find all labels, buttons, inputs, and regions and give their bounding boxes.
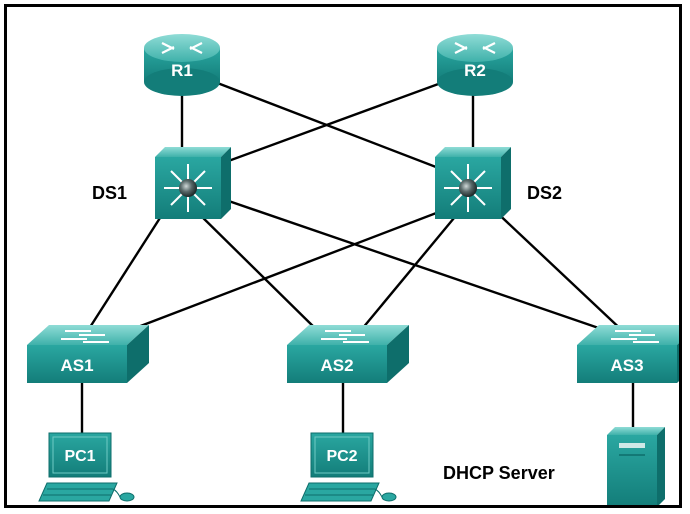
switch-side-face [387, 325, 409, 383]
router-top [437, 34, 513, 62]
switch-front-face [577, 345, 677, 383]
access-switch-as3[interactable]: AS3 [577, 325, 679, 383]
switch-side-face [677, 343, 679, 383]
keyboard-keys [305, 488, 375, 496]
pc-pc2[interactable]: PC2 [300, 432, 397, 502]
access-switch-as2[interactable]: AS2 [287, 325, 409, 383]
server-side-face [657, 427, 665, 505]
network-topology-diagram: R1 R2 DS1 D [27, 34, 679, 505]
monitor-screen-bevel [52, 436, 108, 474]
links [80, 77, 635, 435]
multilayer-switch-ds2[interactable] [435, 147, 511, 219]
pc-label: PC2 [326, 448, 357, 465]
router-r2[interactable]: R2 [437, 34, 513, 96]
ds1-label: DS1 [92, 183, 127, 203]
switch-label: AS3 [610, 356, 643, 375]
link-ds1-as3 [216, 195, 620, 337]
link-r1-ds2 [206, 77, 463, 179]
monitor [48, 432, 112, 478]
link-ds1-as2 [191, 206, 323, 336]
link-r2-ds1 [211, 77, 453, 169]
switch-arrows-icon [611, 330, 659, 343]
mouse-cable [112, 488, 121, 498]
router-arrows-icon [161, 42, 203, 54]
switch-top-face [155, 147, 231, 157]
switch-label: AS1 [60, 356, 93, 375]
link-ds2-as3 [490, 206, 628, 336]
dhcp-server[interactable] [607, 427, 665, 505]
mouse-cable [374, 488, 383, 498]
switch-side-face [127, 325, 149, 383]
monitor [310, 432, 374, 478]
link-ds2-as1 [116, 205, 453, 337]
topology-frame: R1 R2 DS1 D [4, 4, 682, 508]
switch-arrows-icon [61, 330, 109, 343]
multilayer-switch-ds1[interactable] [155, 147, 231, 219]
monitor-screen-bevel [314, 436, 370, 474]
server-drive-bay [619, 443, 645, 448]
keyboard-keys [43, 488, 113, 496]
keyboard [38, 482, 118, 502]
access-switch-as1[interactable]: AS1 [27, 325, 149, 383]
link-ds1-as1 [83, 206, 169, 336]
pc-pc1[interactable]: PC1 [38, 432, 135, 502]
dhcp-server-label: DHCP Server [443, 463, 555, 483]
switch-label: AS2 [320, 356, 353, 375]
switch-arrows-icon [321, 330, 369, 343]
switch-core-ball [459, 179, 477, 197]
pc-label: PC1 [64, 448, 95, 465]
router-label: R1 [171, 61, 193, 80]
switch-core-ball [179, 179, 197, 197]
mouse-icon [119, 492, 135, 502]
router-r1[interactable]: R1 [144, 34, 220, 96]
link-ds2-as2 [356, 211, 460, 336]
switch-front-face [287, 345, 387, 383]
keyboard [300, 482, 380, 502]
router-bottom [144, 68, 220, 96]
switch-front-face [27, 345, 127, 383]
ds2-label: DS2 [527, 183, 562, 203]
router-bottom [437, 68, 513, 96]
mouse-icon [381, 492, 397, 502]
server-top-face [607, 427, 665, 435]
router-label: R2 [464, 61, 486, 80]
switch-side-face [501, 147, 511, 219]
switch-top-face [435, 147, 511, 157]
router-arrows-icon [454, 42, 496, 54]
router-top [144, 34, 220, 62]
switch-side-face [221, 147, 231, 219]
switch-top-face [577, 325, 679, 345]
